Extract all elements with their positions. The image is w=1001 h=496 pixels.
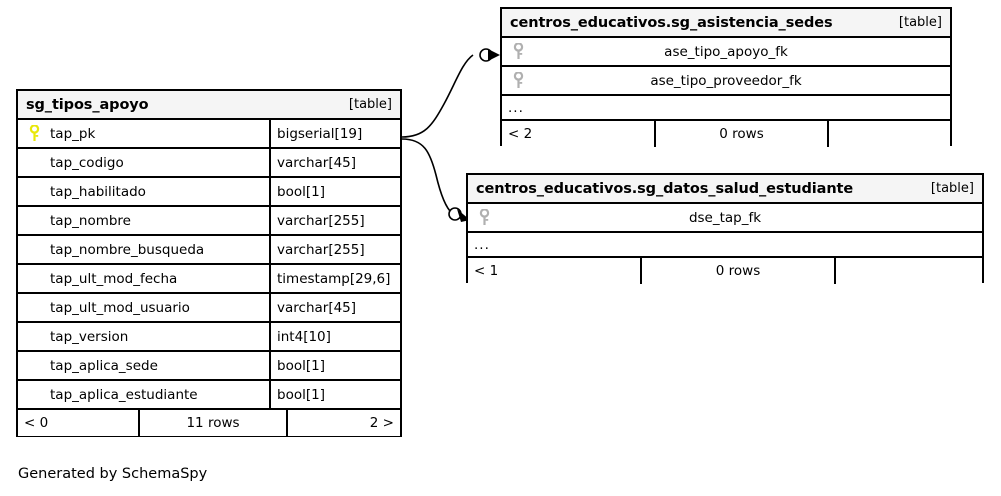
table-sg-datos-salud-estudiante[interactable]: centros_educativos.sg_datos_salud_estudi… bbox=[466, 173, 984, 284]
table-kind-label: [table] bbox=[898, 15, 942, 30]
column-name-cell: tap_aplica_estudiante bbox=[18, 381, 269, 408]
row-count: 11 rows bbox=[138, 410, 286, 436]
column-name-cell: tap_aplica_sede bbox=[18, 352, 269, 379]
relationship-line-salud bbox=[401, 138, 470, 222]
table-title: centros_educativos.sg_datos_salud_estudi… bbox=[476, 180, 854, 197]
column-name: ase_tipo_proveedor_fk bbox=[650, 72, 802, 89]
table-footer: < 2 0 rows bbox=[502, 121, 950, 147]
table-row[interactable]: ase_tipo_apoyo_fk bbox=[502, 38, 950, 67]
arrowhead-asistencia bbox=[488, 49, 500, 61]
column-name-cell: tap_pk bbox=[18, 120, 269, 147]
column-type: int4[10] bbox=[269, 323, 400, 350]
column-name-cell: tap_nombre_busqueda bbox=[18, 236, 269, 263]
column-name: tap_pk bbox=[50, 125, 96, 142]
column-type: timestamp[29,6] bbox=[269, 265, 400, 292]
column-name: dse_tap_fk bbox=[688, 209, 762, 226]
table-row[interactable]: tap_version int4[10] bbox=[18, 323, 400, 352]
table-row[interactable]: ase_tipo_proveedor_fk bbox=[502, 67, 950, 96]
table-sg-asistencia-sedes[interactable]: centros_educativos.sg_asistencia_sedes [… bbox=[500, 7, 952, 147]
zero-marker-asistencia bbox=[479, 48, 493, 62]
primary-key-icon bbox=[24, 125, 44, 142]
column-name-cell: tap_habilitado bbox=[18, 178, 269, 205]
row-count: 0 rows bbox=[654, 121, 827, 147]
table-row[interactable]: tap_nombre varchar[255] bbox=[18, 207, 400, 236]
column-name: tap_aplica_sede bbox=[50, 357, 158, 374]
table-row[interactable]: tap_aplica_sede bool[1] bbox=[18, 352, 400, 381]
foreign-key-icon bbox=[508, 67, 528, 94]
table-row[interactable]: dse_tap_fk bbox=[468, 204, 982, 233]
column-name: tap_codigo bbox=[50, 154, 124, 171]
column-name: ase_tipo_apoyo_fk bbox=[664, 43, 788, 60]
column-name: tap_nombre_busqueda bbox=[50, 241, 205, 258]
parent-count[interactable]: < 1 bbox=[474, 263, 499, 279]
column-name: tap_ult_mod_usuario bbox=[50, 299, 190, 316]
parent-count[interactable]: < 2 bbox=[508, 126, 533, 142]
table-row[interactable]: tap_aplica_estudiante bool[1] bbox=[18, 381, 400, 410]
zero-marker-salud bbox=[448, 207, 462, 221]
row-count: 0 rows bbox=[640, 258, 834, 284]
foreign-key-icon bbox=[508, 38, 528, 65]
table-header: centros_educativos.sg_asistencia_sedes [… bbox=[502, 9, 950, 38]
column-name: tap_version bbox=[50, 328, 129, 345]
column-type: varchar[255] bbox=[269, 207, 400, 234]
child-count[interactable] bbox=[834, 258, 982, 284]
column-name: tap_ult_mod_fecha bbox=[50, 270, 178, 287]
child-count[interactable]: 2 > bbox=[286, 410, 400, 436]
column-type: bool[1] bbox=[269, 178, 400, 205]
column-type: varchar[45] bbox=[269, 294, 400, 321]
table-footer: < 0 11 rows 2 > bbox=[18, 410, 400, 436]
column-type: varchar[45] bbox=[269, 149, 400, 176]
table-title: sg_tipos_apoyo bbox=[26, 96, 149, 113]
column-name: tap_nombre bbox=[50, 212, 131, 229]
foreign-key-icon bbox=[474, 204, 494, 231]
table-sg-tipos-apoyo[interactable]: sg_tipos_apoyo [table] tap_pk bigserial[… bbox=[16, 89, 402, 437]
more-columns-ellipsis: ... bbox=[468, 233, 982, 258]
more-columns-ellipsis: ... bbox=[502, 96, 950, 121]
relationship-line-asistencia bbox=[401, 48, 500, 138]
table-row[interactable]: tap_ult_mod_usuario varchar[45] bbox=[18, 294, 400, 323]
column-name-cell: tap_codigo bbox=[18, 149, 269, 176]
column-name-cell: tap_ult_mod_fecha bbox=[18, 265, 269, 292]
table-row[interactable]: tap_nombre_busqueda varchar[255] bbox=[18, 236, 400, 265]
column-type: bool[1] bbox=[269, 381, 400, 408]
table-row[interactable]: tap_pk bigserial[19] bbox=[18, 120, 400, 149]
table-row[interactable]: tap_ult_mod_fecha timestamp[29,6] bbox=[18, 265, 400, 294]
column-type: bool[1] bbox=[269, 352, 400, 379]
table-header: centros_educativos.sg_datos_salud_estudi… bbox=[468, 175, 982, 204]
table-header: sg_tipos_apoyo [table] bbox=[18, 91, 400, 120]
column-name: tap_aplica_estudiante bbox=[50, 386, 198, 403]
table-row[interactable]: tap_habilitado bool[1] bbox=[18, 178, 400, 207]
column-type: varchar[255] bbox=[269, 236, 400, 263]
column-name-cell: tap_nombre bbox=[18, 207, 269, 234]
table-row[interactable]: tap_codigo varchar[45] bbox=[18, 149, 400, 178]
column-name-cell: tap_version bbox=[18, 323, 269, 350]
column-name: tap_habilitado bbox=[50, 183, 146, 200]
child-count[interactable] bbox=[827, 121, 950, 147]
table-title: centros_educativos.sg_asistencia_sedes bbox=[510, 14, 833, 31]
parent-count[interactable]: < 0 bbox=[24, 415, 49, 431]
table-kind-label: [table] bbox=[930, 181, 974, 196]
column-name-cell: tap_ult_mod_usuario bbox=[18, 294, 269, 321]
column-type: bigserial[19] bbox=[269, 120, 400, 147]
table-kind-label: [table] bbox=[348, 97, 392, 112]
table-footer: < 1 0 rows bbox=[468, 258, 982, 284]
generated-by-caption: Generated by SchemaSpy bbox=[18, 466, 208, 482]
